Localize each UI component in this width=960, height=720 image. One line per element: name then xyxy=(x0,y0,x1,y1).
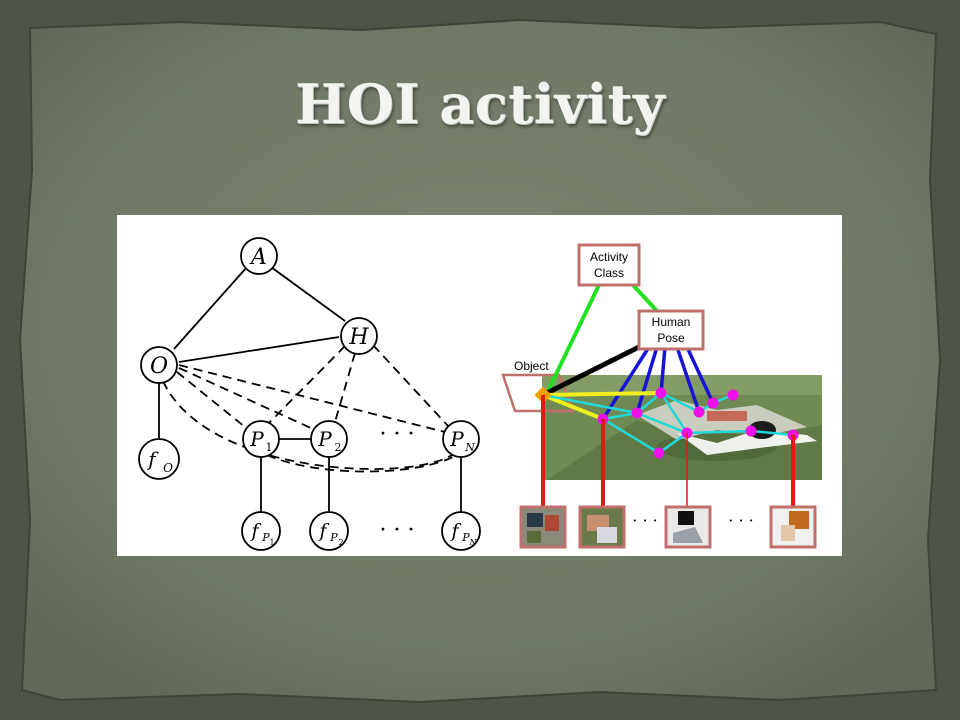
link-object-joint-yellow-2 xyxy=(542,391,662,397)
node-P1-label: P xyxy=(249,427,264,451)
human-pose-label-1: Human xyxy=(652,315,691,329)
object-region xyxy=(501,373,575,413)
node-fP1 xyxy=(241,511,281,551)
node-PN xyxy=(442,420,480,458)
activity-class-box: Activity Class xyxy=(577,243,641,287)
link-activity-pose xyxy=(631,283,659,313)
object-label: Object xyxy=(514,359,549,373)
edge-O-PN-dashed xyxy=(178,364,446,433)
node-PN-sub: N xyxy=(464,441,475,454)
node-PN-label: P xyxy=(449,427,464,451)
node-A-label: A xyxy=(249,245,267,270)
human-pose-box: Human Pose xyxy=(637,309,705,351)
node-fP1-sub: P xyxy=(261,531,270,544)
pose-figure: · · · · · · Activity Class Human Pose Ob… xyxy=(501,243,822,549)
node-fO xyxy=(138,438,180,480)
ellipsis-patches-2: · · · xyxy=(728,511,753,530)
graphical-model xyxy=(158,266,462,512)
joint xyxy=(727,389,739,401)
figure-svg: A H O f O P 1 P 2 P N f P 1 f P 2 f P N … xyxy=(138,237,822,551)
node-fPN-subsub: N xyxy=(469,538,478,547)
node-H-label: H xyxy=(348,325,369,350)
ellipsis-patches-1: · · · xyxy=(632,511,657,530)
node-fO-sub: O xyxy=(163,461,173,475)
joint xyxy=(655,387,667,399)
node-P2-sub: 2 xyxy=(335,441,342,454)
joint xyxy=(707,397,719,409)
activity-class-label-2: Class xyxy=(594,266,624,280)
link-pose-part-3 xyxy=(659,346,667,394)
ellipsis-factors: · · · xyxy=(380,518,415,543)
node-fPN xyxy=(441,511,481,551)
skeleton-leg-1 xyxy=(602,411,690,455)
node-fP1-subsub: 1 xyxy=(269,538,274,547)
patch-object xyxy=(519,505,567,549)
joint xyxy=(745,425,757,437)
node-O xyxy=(140,346,178,384)
skeleton-leg-2 xyxy=(602,417,660,455)
edge-H-P1-dashed xyxy=(268,345,346,424)
edge-O-P2-dashed xyxy=(178,367,314,430)
ellipsis-nodes: · · · xyxy=(380,422,415,447)
node-P2-label: P xyxy=(317,427,332,451)
joint xyxy=(631,407,643,419)
edge-O-H xyxy=(178,336,340,363)
joint xyxy=(653,447,665,459)
slide-title: HOI activity xyxy=(295,72,665,136)
node-fP2 xyxy=(309,511,349,551)
link-pose-part-5 xyxy=(685,346,715,404)
edge-A-H xyxy=(270,266,346,322)
figure-panel: A H O f O P 1 P 2 P N f P 1 f P 2 f P N … xyxy=(117,215,842,556)
edge-H-P2-dashed xyxy=(334,352,356,423)
link-activity-object xyxy=(545,284,601,394)
link-pose-object xyxy=(545,344,641,396)
patch-part-2 xyxy=(664,505,712,549)
graph-nodes xyxy=(138,237,481,551)
node-P2 xyxy=(310,420,348,458)
link-object-joint-yellow-1 xyxy=(542,393,604,421)
node-fPN-label: f xyxy=(449,520,461,542)
activity-class-label-1: Activity xyxy=(590,250,628,264)
node-fP2-label: f xyxy=(317,520,329,542)
node-fP2-sub: P xyxy=(329,531,338,544)
edge-H-PN-dashed xyxy=(372,344,450,428)
edge-A-O xyxy=(173,266,248,350)
link-pose-part-2 xyxy=(635,346,659,414)
node-H xyxy=(340,317,378,355)
node-fP2-subsub: 2 xyxy=(338,538,343,547)
human-pose-label-2: Pose xyxy=(657,331,685,345)
node-O-label: O xyxy=(150,354,168,379)
node-P1-sub: 1 xyxy=(266,441,273,454)
node-fPN-sub: P xyxy=(461,531,470,544)
link-pose-part-4 xyxy=(675,346,701,413)
node-fP1-label: f xyxy=(249,520,261,542)
patch-part-N xyxy=(769,505,817,549)
joint xyxy=(693,406,705,418)
skeleton-torso xyxy=(659,392,689,434)
appearance-patches: · · · · · · xyxy=(519,505,817,549)
patch-part-1 xyxy=(578,505,626,549)
edge-P1-PN-curve-dashed xyxy=(266,454,458,473)
edge-O-P1-dashed xyxy=(176,371,246,428)
node-P1 xyxy=(242,420,280,458)
node-A xyxy=(240,237,278,275)
